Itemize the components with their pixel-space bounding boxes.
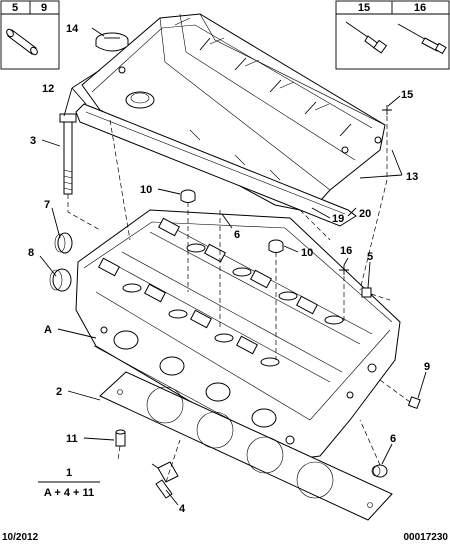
formula-bottom: A + 4 + 11 <box>44 487 94 499</box>
callout-6-bottom: 6 <box>390 433 396 445</box>
callout-12: 12 <box>42 83 54 95</box>
callout-10-top: 10 <box>140 184 152 196</box>
inset-box-5-9: 5 9 <box>0 0 60 70</box>
callout-7: 7 <box>44 199 50 211</box>
long-bolt <box>59 113 77 195</box>
callout-20: 20 <box>359 208 371 220</box>
part-9-marker <box>407 396 421 410</box>
oil-filler-cap <box>95 32 129 52</box>
callout-9: 9 <box>424 361 430 373</box>
stud-16-marker <box>339 265 349 275</box>
dowel-pin <box>115 429 126 447</box>
footer-date: 10/2012 <box>2 532 39 543</box>
callout-10-right: 10 <box>301 247 313 259</box>
inset-label-5: 5 <box>12 2 18 14</box>
stud-16-icon <box>397 23 447 55</box>
cam-lobes <box>122 243 344 367</box>
part-5-marker <box>361 287 372 298</box>
assembly-formula: 1 A + 4 + 11 <box>38 467 100 499</box>
cover-ribs <box>174 17 352 137</box>
seal-top-10 <box>180 189 196 203</box>
plug-7 <box>54 232 73 254</box>
bolt-15-marker <box>382 105 392 115</box>
bolt-15-icon <box>345 21 388 54</box>
callout-3: 3 <box>30 135 36 147</box>
callout-19: 19 <box>332 213 344 225</box>
inset-label-16: 16 <box>414 2 426 14</box>
cover-gasket <box>75 103 357 227</box>
footer-reference: 00017230 <box>404 532 449 543</box>
seal-right-10 <box>268 239 284 253</box>
callout-16: 16 <box>340 245 352 257</box>
formula-top: 1 <box>66 467 72 479</box>
inset-label-15: 15 <box>358 2 370 14</box>
intake-ports <box>113 330 277 428</box>
callout-15: 15 <box>401 89 413 101</box>
callout-14: 14 <box>66 23 79 35</box>
callout-2: 2 <box>56 386 62 398</box>
bearing-caps <box>98 217 318 355</box>
callout-11: 11 <box>66 433 78 445</box>
plug-6-bottom <box>371 464 388 478</box>
inset-label-9: 9 <box>41 2 47 14</box>
leader-lines <box>39 27 427 506</box>
inset-box-15-16: 15 16 <box>335 0 450 70</box>
temperature-sensor <box>151 461 179 499</box>
callout-5: 5 <box>367 251 373 263</box>
head-gasket <box>99 371 393 521</box>
callout-13: 13 <box>406 171 418 183</box>
plug-8 <box>49 268 72 292</box>
plug-icon <box>6 28 38 56</box>
cylinder-head <box>75 209 401 461</box>
assembly-lines <box>67 116 411 483</box>
callout-4: 4 <box>179 503 186 515</box>
callout-6-top: 6 <box>234 229 240 241</box>
oil-filler-neck <box>125 91 155 109</box>
callout-A: A <box>44 324 52 336</box>
callout-8: 8 <box>28 247 34 259</box>
